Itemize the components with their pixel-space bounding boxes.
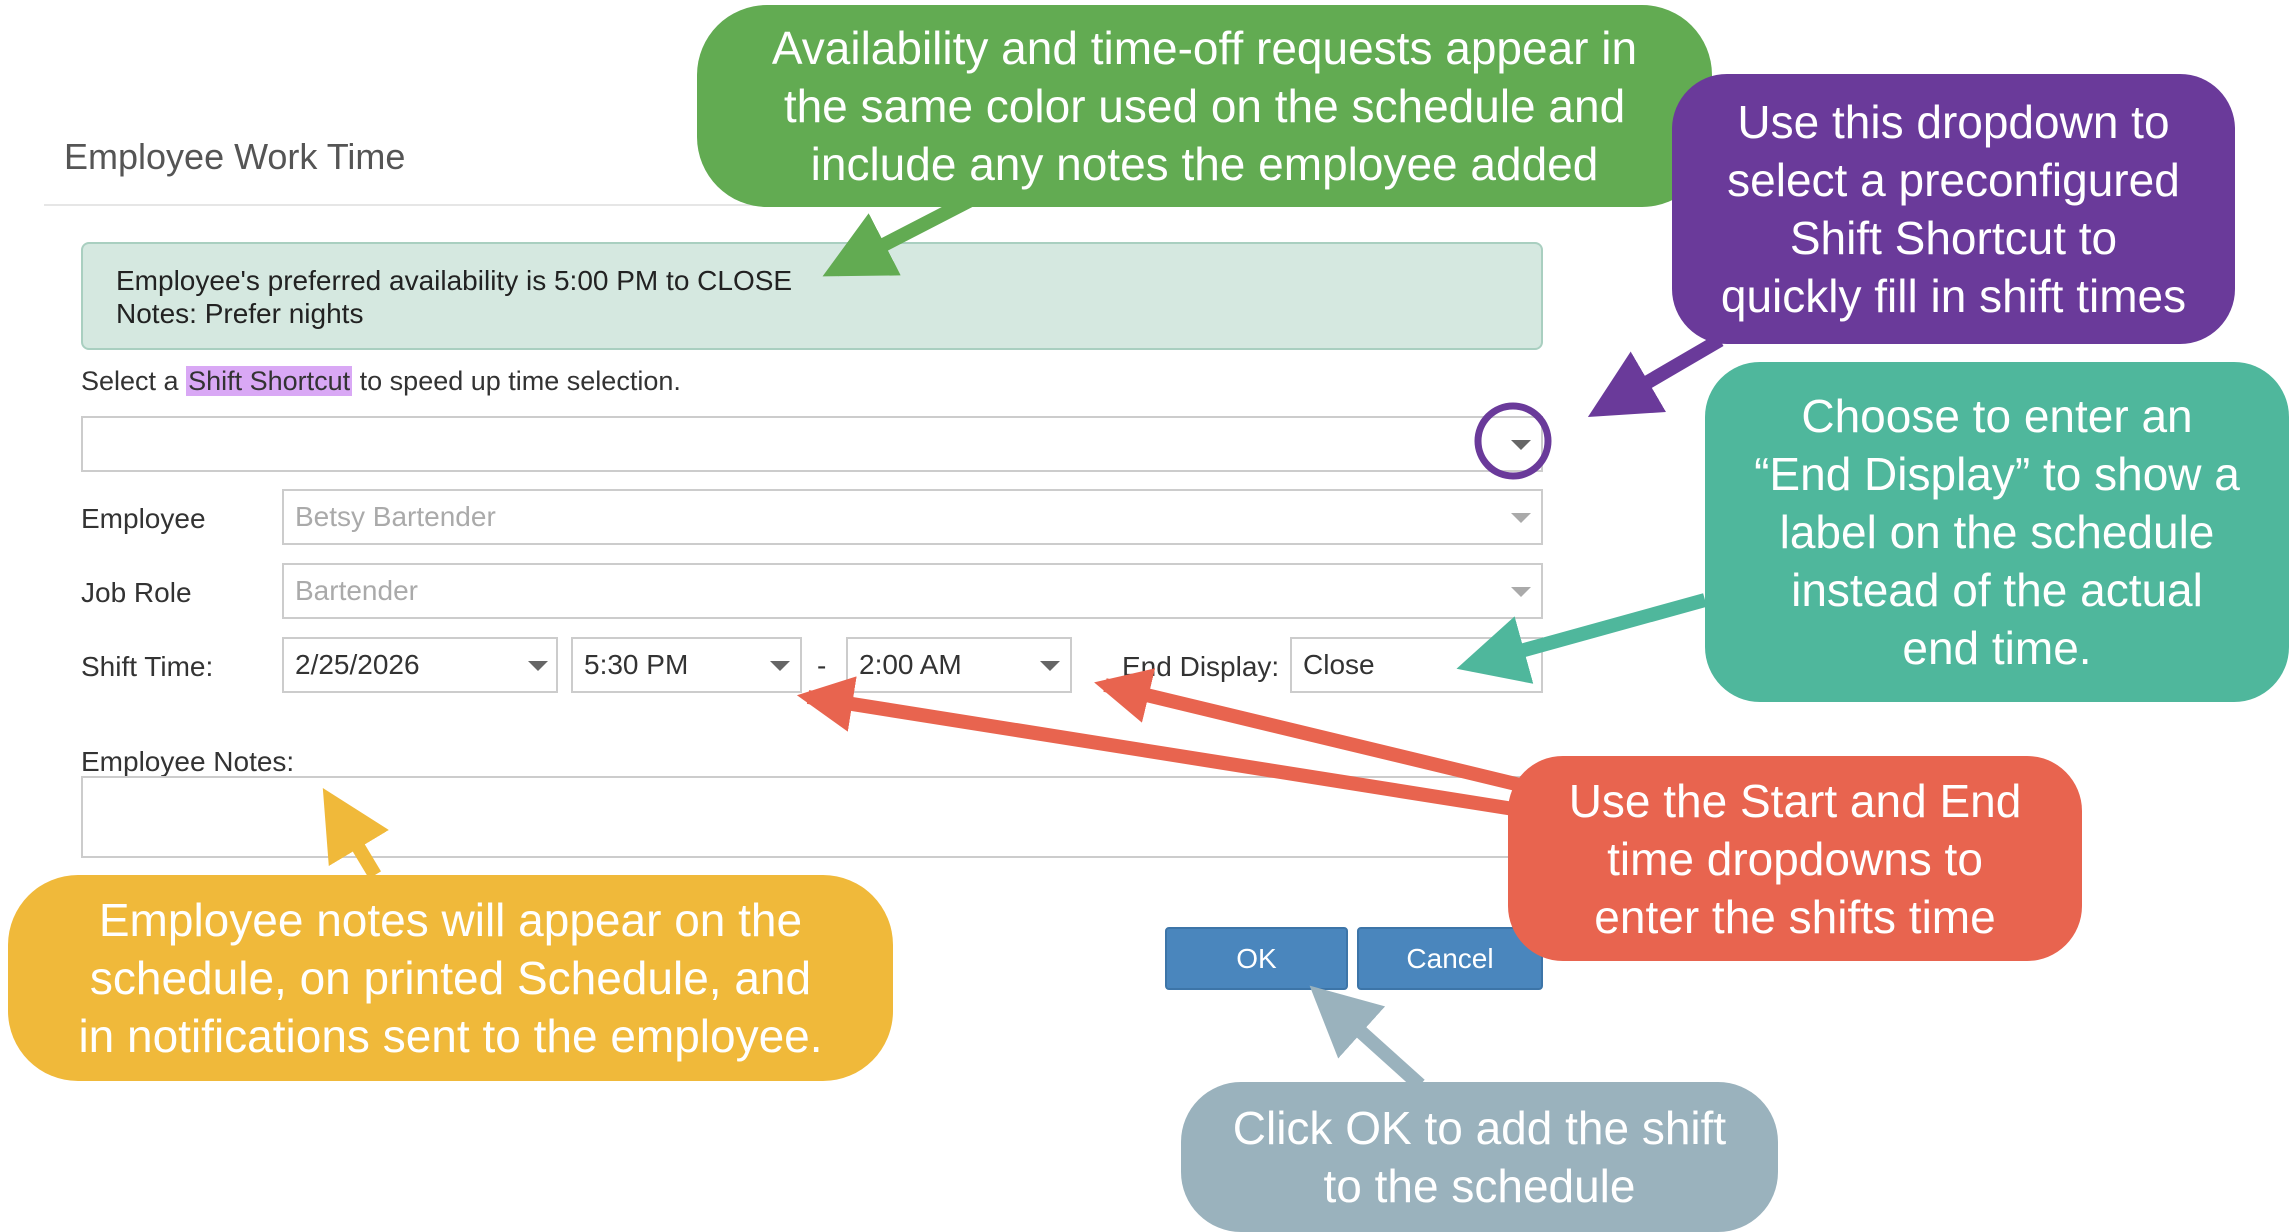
callout-line: quickly fill in shift times xyxy=(1720,270,2187,322)
availability-text: Employee's preferred availability is 5:0… xyxy=(116,265,793,296)
shift-shortcut-select[interactable] xyxy=(81,416,1543,472)
time-separator: - xyxy=(817,650,827,681)
shortcut-hint-before: Select a xyxy=(81,366,187,396)
start-time-value: 5:30 PM xyxy=(584,649,689,680)
shortcut-hint-highlight: Shift Shortcut xyxy=(186,366,353,396)
callout-line: label on the schedule xyxy=(1779,506,2215,558)
callout-line: schedule, on printed Schedule, and xyxy=(89,952,812,1004)
callout-line: in notifications sent to the employee. xyxy=(78,1010,823,1062)
gray-arrow xyxy=(1309,985,1425,1091)
dialog-title: Employee Work Time xyxy=(64,136,406,177)
employee-label: Employee xyxy=(81,503,206,534)
job-role-label: Job Role xyxy=(81,577,192,608)
callout-line: end time. xyxy=(1902,622,2092,674)
chevron-down-icon[interactable] xyxy=(528,661,548,671)
employee-notes-label: Employee Notes: xyxy=(81,746,295,777)
shift-time-label: Shift Time: xyxy=(81,651,214,682)
shortcut-hint: Select a Shift Shortcut to speed up time… xyxy=(81,366,681,397)
callout-shift-shortcut: Use this dropdown to select a preconfigu… xyxy=(1672,74,2235,344)
end-time-select[interactable]: 2:00 AM xyxy=(846,637,1072,693)
callout-line: include any notes the employee added xyxy=(810,138,1599,190)
callout-employee-notes: Employee notes will appear on the schedu… xyxy=(8,875,893,1081)
job-role-value: Bartender xyxy=(295,575,418,606)
callout-availability: Availability and time-off requests appea… xyxy=(697,5,1712,207)
end-time-value: 2:00 AM xyxy=(859,649,962,680)
ok-button[interactable]: OK xyxy=(1165,927,1348,990)
chevron-down-icon[interactable] xyxy=(770,661,790,671)
callout-line: select a preconfigured xyxy=(1727,154,2180,206)
callout-line: Use the Start and End xyxy=(1568,774,2022,827)
chevron-down-icon[interactable] xyxy=(1511,513,1531,523)
job-role-select[interactable]: Bartender xyxy=(282,563,1543,619)
end-display-label: End Display: xyxy=(1122,651,1280,682)
callout-line: Shift Shortcut to xyxy=(1789,212,2118,264)
chevron-down-icon[interactable] xyxy=(1511,440,1531,450)
callout-line: Availability and time-off requests appea… xyxy=(771,22,1638,74)
callout-line: Choose to enter an xyxy=(1801,390,2193,442)
callout-line: the same color used on the schedule and xyxy=(783,80,1626,132)
purple-arrow xyxy=(1587,333,1724,418)
cancel-button[interactable]: Cancel xyxy=(1357,927,1543,990)
callout-line: Click OK to add the shift xyxy=(1232,1102,1727,1154)
callout-line: “End Display” to show a xyxy=(1754,448,2240,500)
availability-notice: Employee's preferred availability is 5:0… xyxy=(81,242,1543,350)
callout-line: Use this dropdown to xyxy=(1737,96,2170,148)
callout-line: Employee notes will appear on the xyxy=(98,894,803,946)
callout-end-display: Choose to enter an “End Display” to show… xyxy=(1705,362,2289,702)
shift-date-value: 2/25/2026 xyxy=(295,649,420,680)
employee-value: Betsy Bartender xyxy=(295,501,496,532)
callout-start-end-time: Use the Start and End time dropdowns to … xyxy=(1508,756,2082,961)
start-time-select[interactable]: 5:30 PM xyxy=(571,637,802,693)
employee-select[interactable]: Betsy Bartender xyxy=(282,489,1543,545)
end-display-input[interactable]: Close xyxy=(1290,637,1543,693)
availability-notes: Notes: Prefer nights xyxy=(116,298,364,329)
red-arrow-end xyxy=(1094,668,1522,792)
end-display-value: Close xyxy=(1303,649,1375,680)
chevron-down-icon[interactable] xyxy=(1040,661,1060,671)
callout-line: time dropdowns to xyxy=(1607,832,1983,885)
shift-date-select[interactable]: 2/25/2026 xyxy=(282,637,558,693)
shortcut-hint-after: to speed up time selection. xyxy=(352,366,681,396)
chevron-down-icon[interactable] xyxy=(1511,587,1531,597)
callout-line: instead of the actual xyxy=(1791,564,2203,616)
employee-notes-textarea[interactable] xyxy=(81,776,1543,858)
callout-line: to the schedule xyxy=(1323,1160,1636,1212)
callout-line: enter the shifts time xyxy=(1594,890,1996,943)
callout-ok-button: Click OK to add the shift to the schedul… xyxy=(1181,1082,1778,1232)
